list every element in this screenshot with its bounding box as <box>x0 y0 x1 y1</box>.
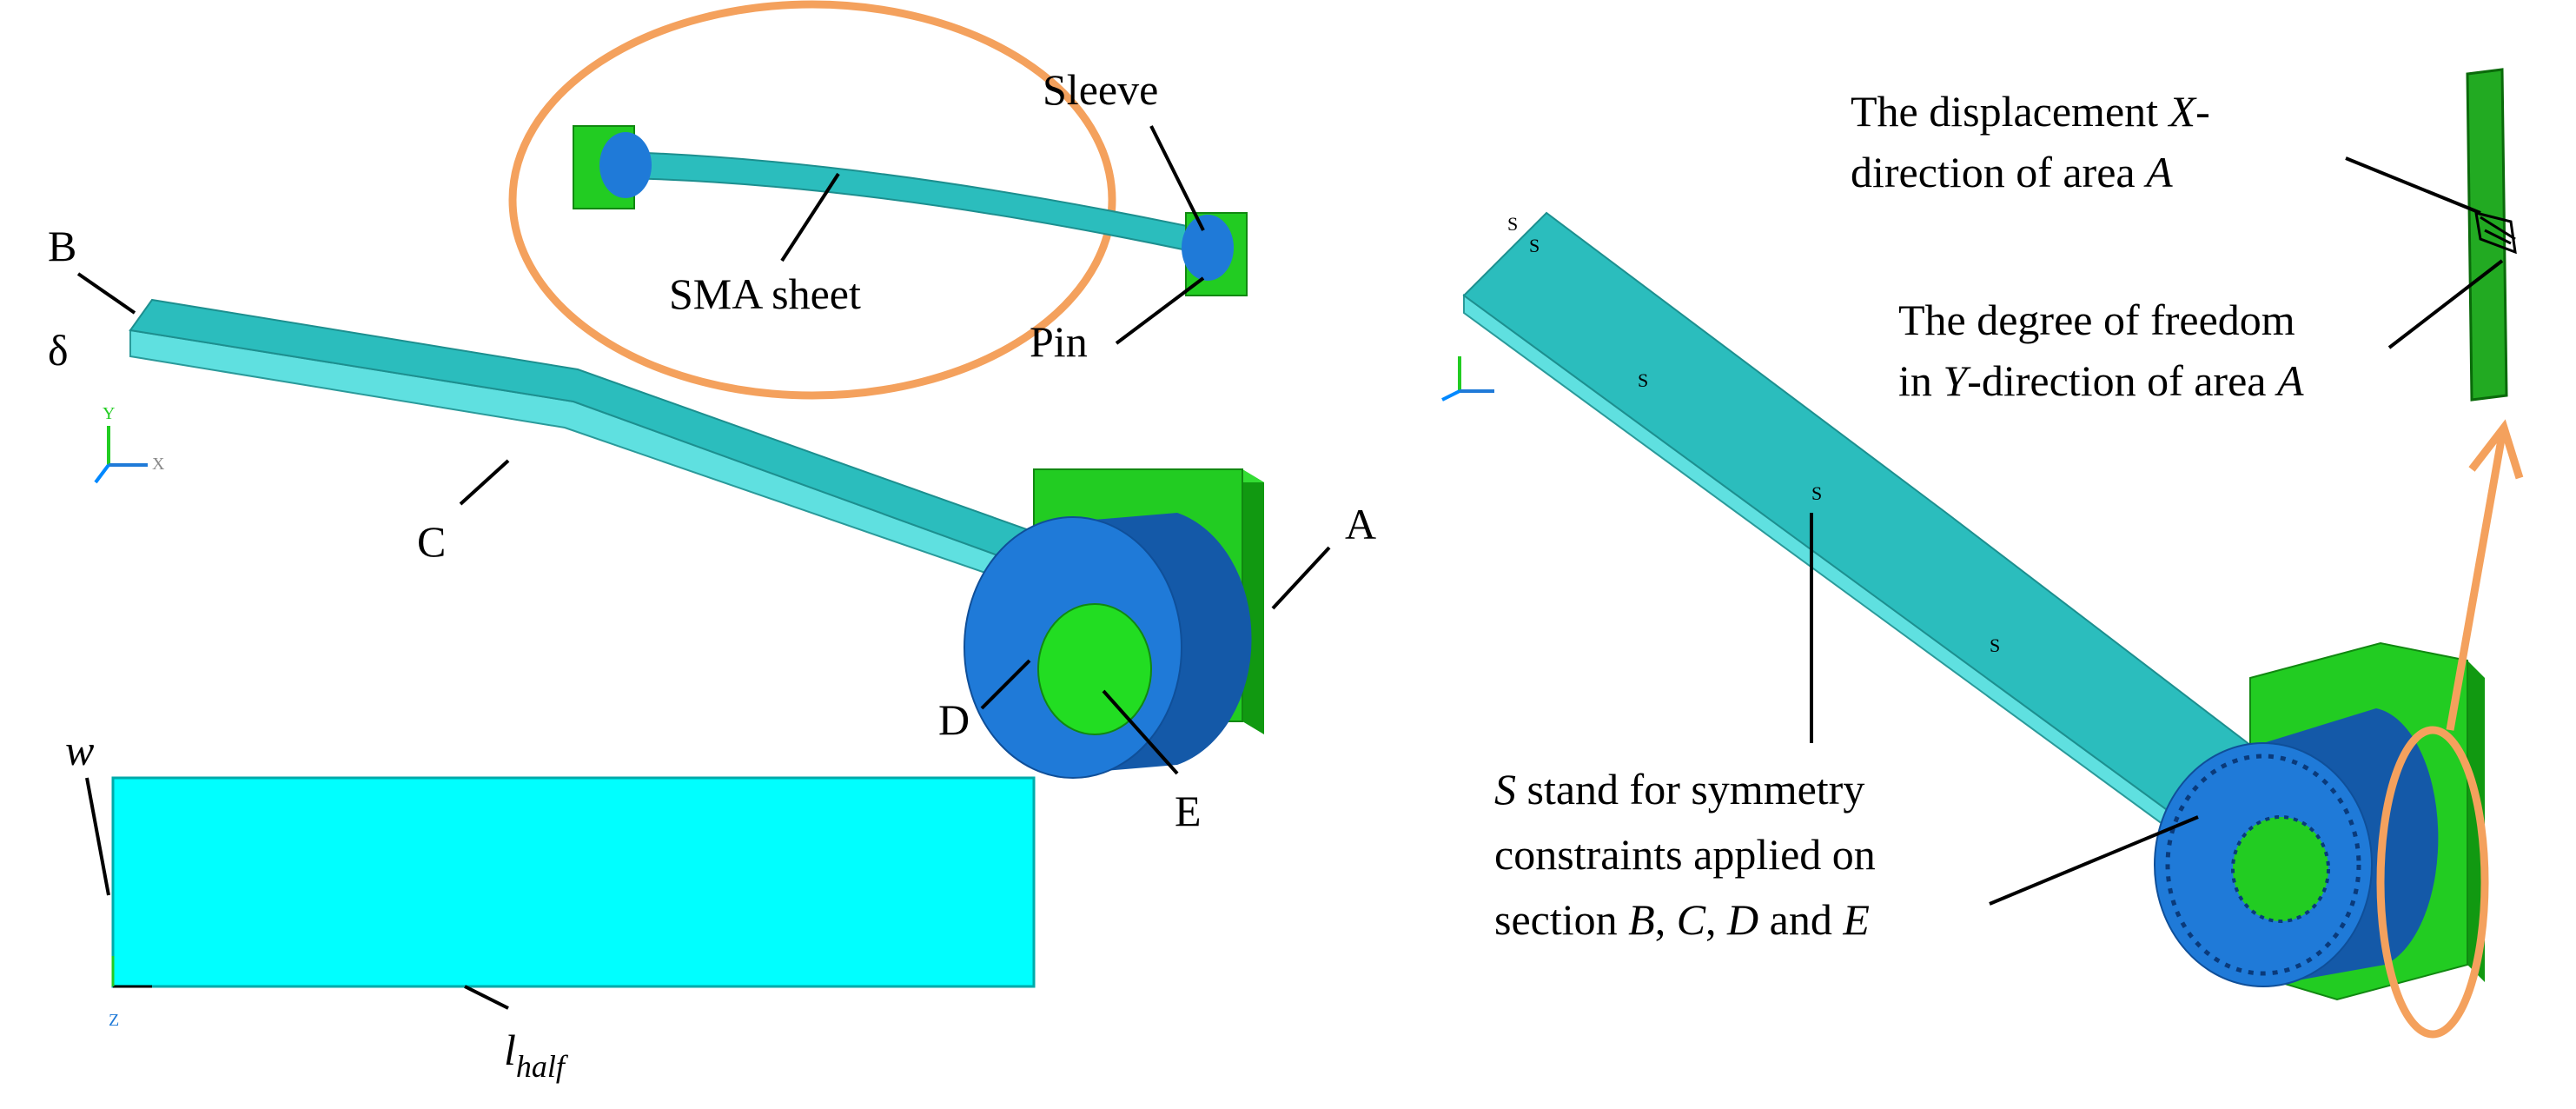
inset-leader-pin <box>1115 276 1205 345</box>
coordinate-triad-right <box>1441 356 1494 402</box>
sym-marker: S <box>1529 235 1540 256</box>
note-displacement-line1: The displacement X- <box>1851 87 2210 136</box>
label-l-half: lhalf <box>504 1026 569 1084</box>
leader-E <box>1102 689 1179 775</box>
coordinate-triad-left: Y X <box>94 404 165 484</box>
full-model-inset: Sleeve SMA sheet Pin <box>508 0 1248 400</box>
pin-face <box>1037 603 1152 735</box>
flat-sheet-view: Z w lhalf <box>65 726 1036 1084</box>
note-symmetry-line3: section B, C, D and E <box>1494 895 1870 944</box>
inset-sleeve-right <box>1182 215 1234 281</box>
label-D: D <box>938 695 970 744</box>
right-bc-model: S S S S S The displace <box>1441 68 2524 1039</box>
note-symmetry-line1: S stand for symmetry <box>1494 765 1864 813</box>
leader-C <box>459 459 510 506</box>
sym-marker: S <box>1990 634 2000 656</box>
symmetry-markers: S S S S S <box>1507 213 2000 656</box>
note-symmetry-line2: constraints applied on <box>1494 830 1876 879</box>
leader-D <box>980 659 1031 710</box>
zoom-arrow-head <box>2468 419 2524 480</box>
label-A: A <box>1345 500 1376 548</box>
sym-marker: S <box>1811 482 1822 504</box>
note-displacement-line2: direction of area A <box>1851 148 2173 196</box>
leader-symmetry-section <box>1989 815 2199 906</box>
label-delta: δ <box>48 326 69 375</box>
right-sheet-top <box>1462 211 2278 853</box>
bc-symbol-icon <box>2474 210 2517 255</box>
leader-displacement <box>2345 156 2481 215</box>
right-sleeve-dashes <box>2165 754 2361 976</box>
inset-label-sma-sheet: SMA sheet <box>669 269 861 318</box>
sym-marker: S <box>1507 213 1518 235</box>
inset-leader-sleeve <box>1149 125 1205 231</box>
label-E: E <box>1175 787 1202 835</box>
leader-l-half <box>464 985 509 1010</box>
triad-x-label: X <box>152 455 165 474</box>
inset-label-pin: Pin <box>1030 317 1088 366</box>
leader-dof <box>2387 259 2504 349</box>
left-half-model: Y X B δ C A D E <box>48 222 1376 835</box>
label-w: w <box>65 726 94 774</box>
right-pin-face <box>2231 815 2330 923</box>
area-A-zoom-strip <box>2466 68 2508 402</box>
sym-marker: S <box>1638 369 1648 391</box>
inset-label-sleeve: Sleeve <box>1043 65 1158 114</box>
right-pin-block-side <box>2467 661 2485 982</box>
label-C: C <box>417 517 446 566</box>
inset-sleeve-left <box>599 132 652 198</box>
leader-A <box>1271 546 1331 610</box>
area-A-highlight <box>2376 726 2489 1039</box>
leader-B <box>76 272 136 315</box>
inset-highlight-ellipse <box>508 0 1116 400</box>
flat-triad-z-label: Z <box>109 1011 119 1030</box>
zoom-arrow-line <box>2446 434 2506 731</box>
note-dof-line1: The degree of freedom <box>1898 296 2295 344</box>
leader-w <box>85 777 110 896</box>
inset-leader-sma-sheet <box>780 172 840 262</box>
note-dof-line2: in Y-direction of area A <box>1898 356 2304 405</box>
flat-sheet <box>111 776 1036 988</box>
triad-y-label: Y <box>103 404 115 423</box>
label-B: B <box>48 222 76 270</box>
